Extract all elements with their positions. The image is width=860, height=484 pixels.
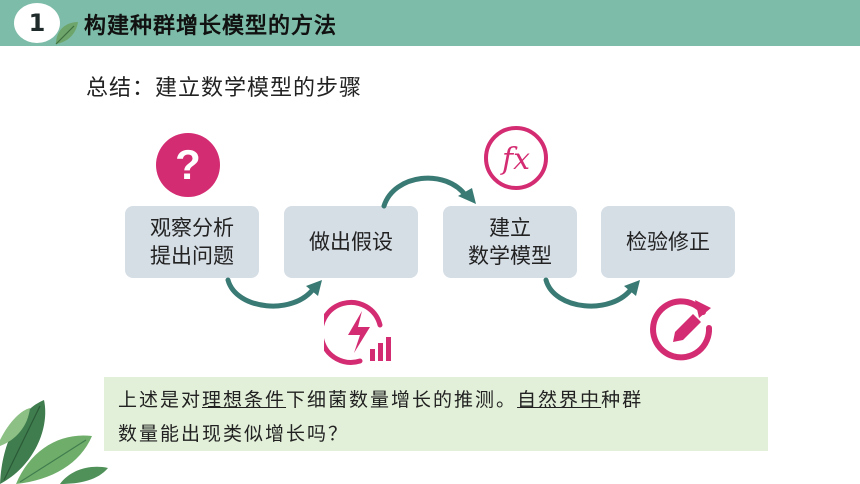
step-observe-line1: 观察分析 — [150, 216, 234, 240]
note-text-e: 种群 — [601, 389, 644, 411]
step-build-model: 建立 数学模型 — [443, 206, 577, 278]
question-icon: ? — [156, 133, 220, 197]
note-text-a: 上述是对 — [118, 389, 203, 411]
page-title: 构建种群增长模型的方法 — [84, 14, 338, 39]
arrow-step3-to-step4 — [543, 277, 640, 309]
header-bar — [0, 0, 860, 46]
leaf-decoration-icon — [55, 22, 78, 45]
summary-heading: 总结：建立数学模型的步骤 — [86, 76, 363, 101]
note-box: 上述是对理想条件下细菌数量增长的推测。自然界中种群 数量能出现类似增长吗？ — [104, 377, 768, 451]
step-verify: 检验修正 — [601, 206, 735, 278]
step-build-line2: 数学模型 — [468, 244, 552, 268]
note-text-c: 下细菌数量增长的推测。 — [286, 389, 518, 411]
arrow-step2-to-step3 — [381, 175, 476, 209]
note-ideal-condition: 理想条件 — [202, 389, 287, 411]
note-nature: 自然界中 — [517, 389, 602, 411]
step-build-line1: 建立 — [489, 216, 531, 240]
step-observe-line2: 提出问题 — [150, 244, 234, 268]
note-line-1: 上述是对理想条件下细菌数量增长的推测。自然界中种群 — [118, 385, 643, 412]
step-hypothesis-label: 做出假设 — [309, 230, 393, 254]
step-hypothesis: 做出假设 — [284, 206, 418, 278]
edit-refresh-icon — [650, 298, 713, 361]
step-observe: 观察分析 提出问题 — [125, 206, 259, 278]
fx-icon: fx — [484, 126, 548, 190]
arrow-step1-to-step2 — [225, 277, 322, 309]
lightning-chart-icon — [324, 299, 391, 365]
step-verify-label: 检验修正 — [626, 230, 710, 254]
leaves-decoration-icon — [0, 400, 108, 484]
fx-glyph: fx — [500, 142, 530, 177]
section-number: 1 — [14, 3, 60, 43]
note-line-2: 数量能出现类似增长吗？ — [118, 423, 350, 445]
question-glyph: ? — [175, 141, 201, 188]
